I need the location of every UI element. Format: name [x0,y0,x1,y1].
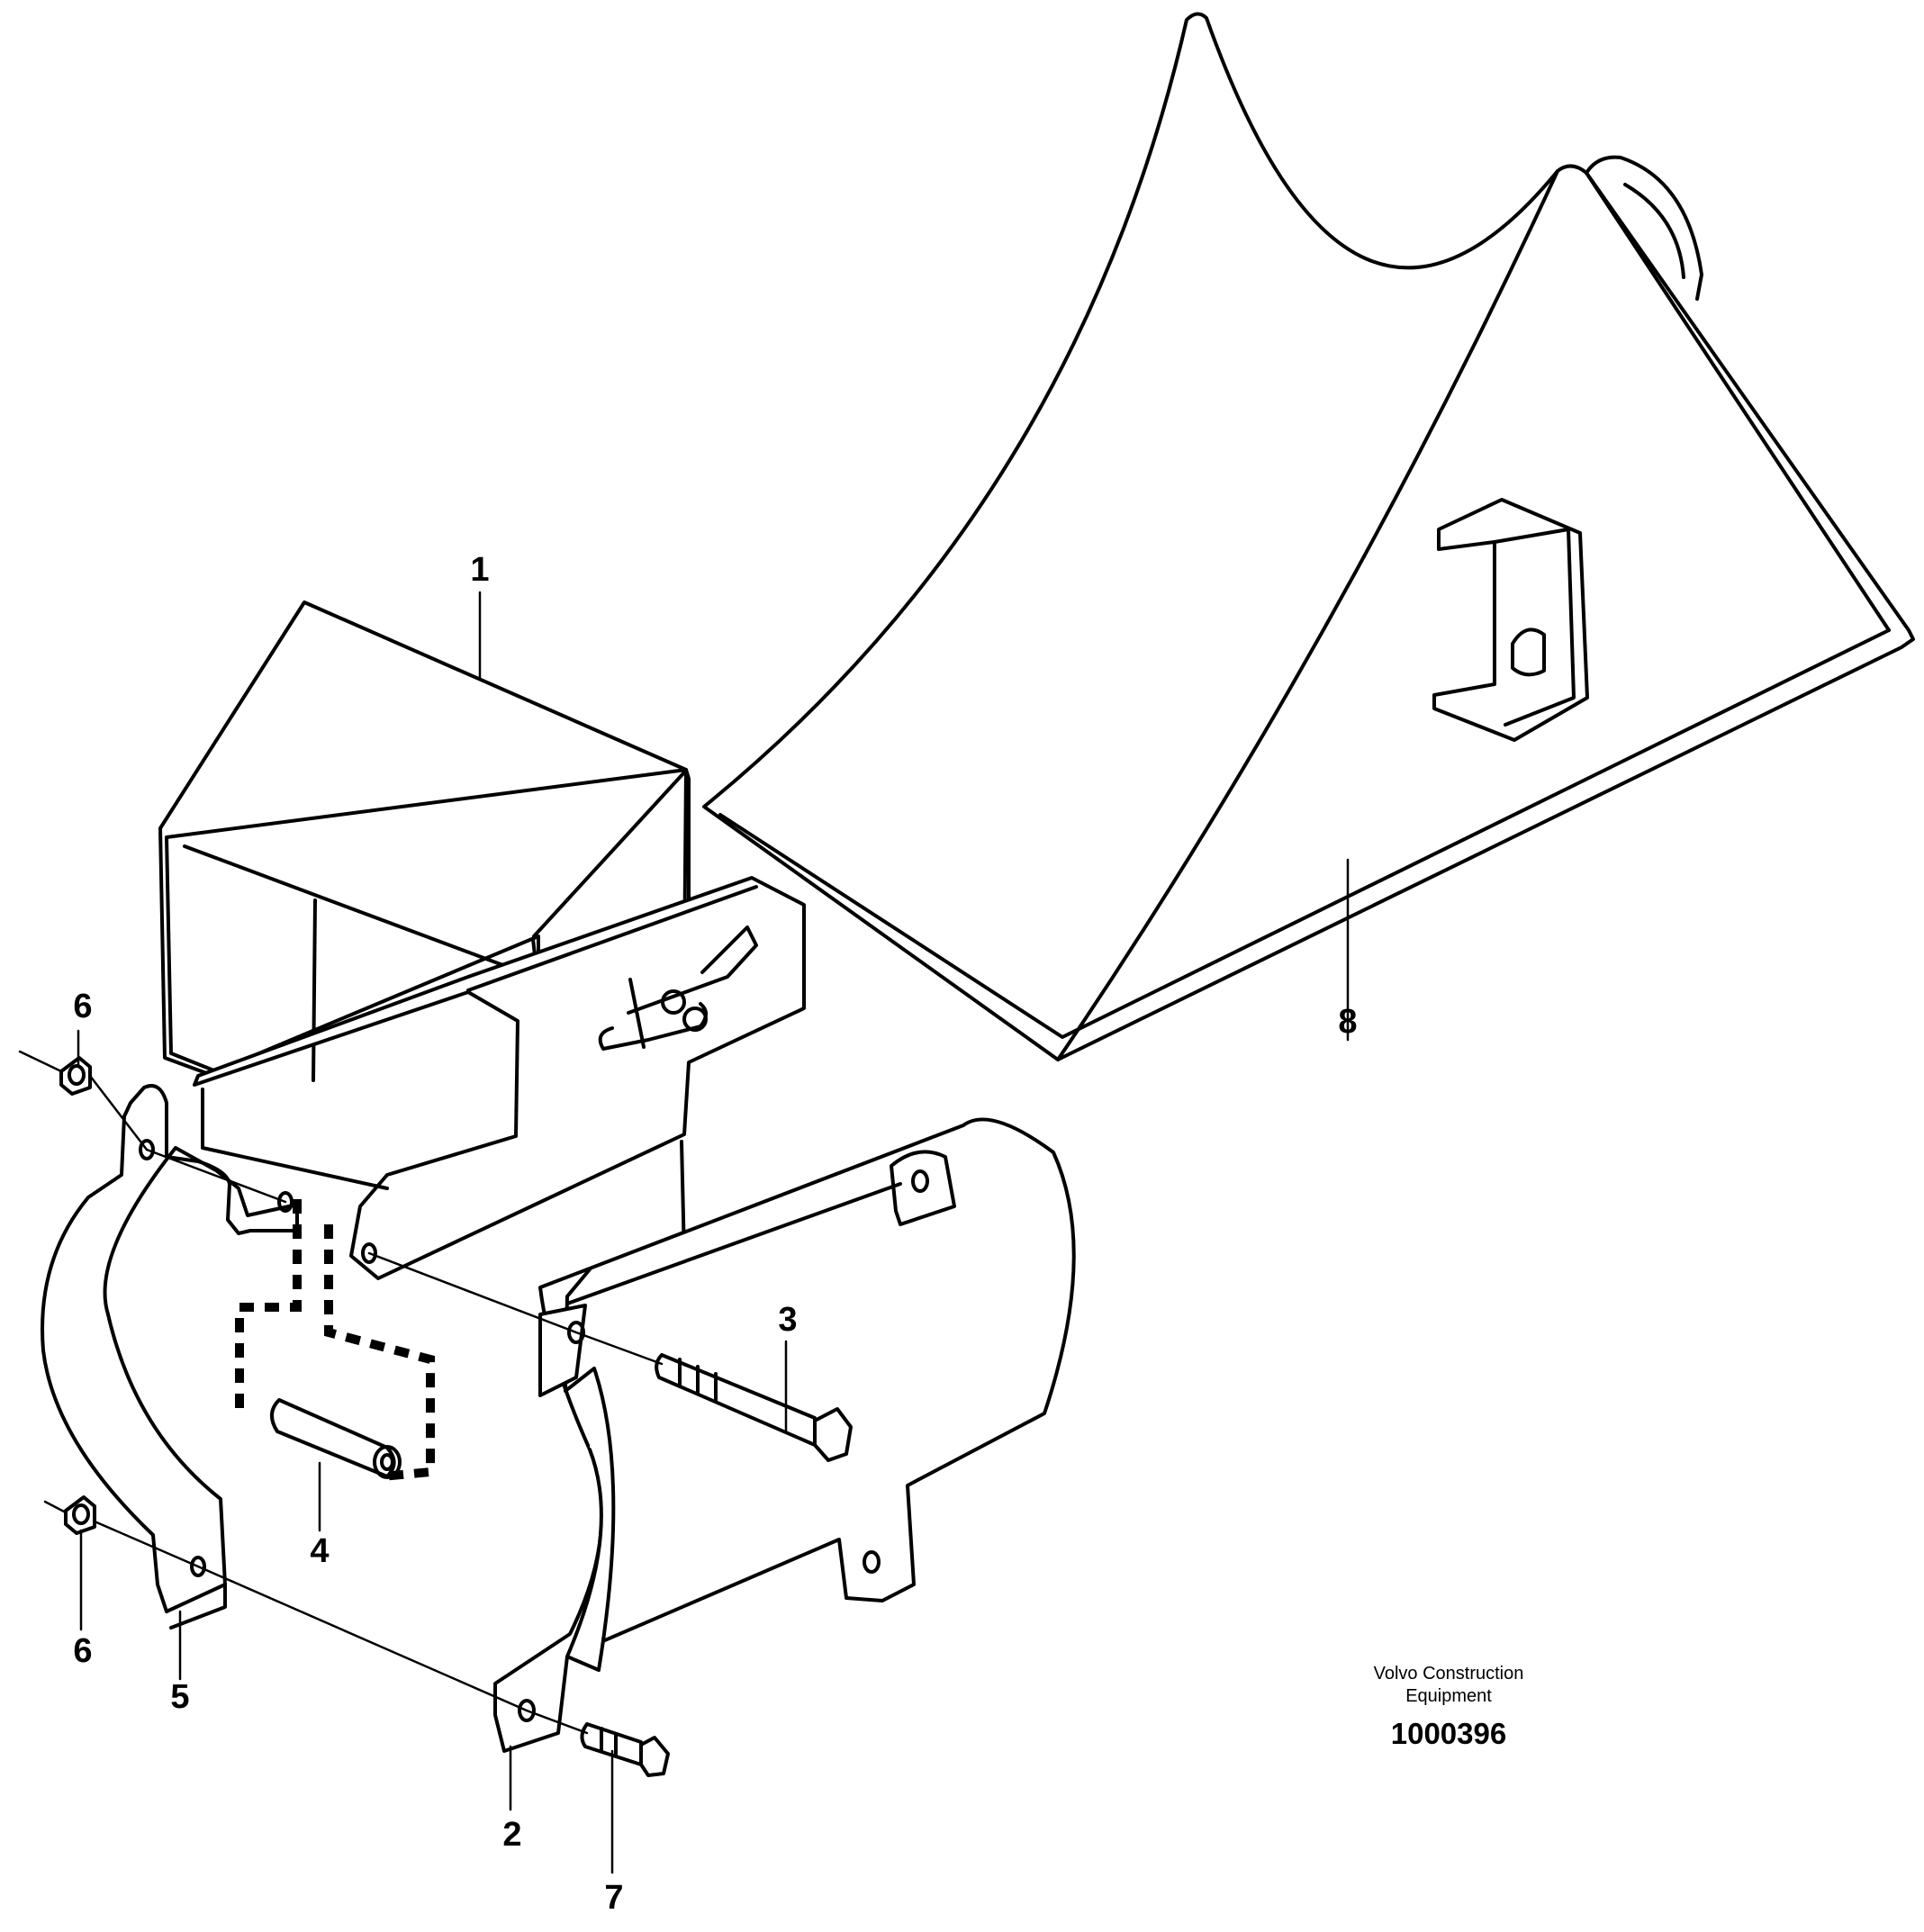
callout-6-upper: 6 [73,988,92,1025]
document-number: 1000396 [1391,1717,1506,1750]
drawing-footer: Volvo Construction Equipment 1000396 [1374,1664,1524,1750]
wheel-chock-part [702,12,1915,1061]
callout-8: 8 [1338,1003,1357,1041]
long-bolt-part [655,1353,853,1462]
callout-6-lower: 6 [73,1632,92,1670]
company-name-line-1: Volvo Construction [1374,1664,1524,1684]
band-clamp-part [41,1084,299,1630]
callout-7: 7 [604,1879,623,1917]
callout-3: 3 [778,1301,797,1339]
callout-5: 5 [170,1678,189,1716]
assembly-axis-lines [18,1050,664,1735]
callout-1: 1 [470,551,489,589]
company-name-line-2: Equipment [1405,1686,1492,1706]
leader-lines [77,591,1350,1874]
callout-4: 4 [310,1532,329,1570]
callout-labels: 1 8 6 6 3 4 5 2 7 [73,551,1357,1917]
short-bolt-part [580,1722,670,1777]
washer-nut-upper-part [59,1056,92,1096]
callout-2: 2 [502,1816,521,1854]
cylinder-cover-part [139,1117,1076,1753]
chock-holder-bracket-part [158,600,806,1280]
washer-nut-lower-part [64,1495,96,1535]
spacer-sleeve-part [235,1199,435,1481]
